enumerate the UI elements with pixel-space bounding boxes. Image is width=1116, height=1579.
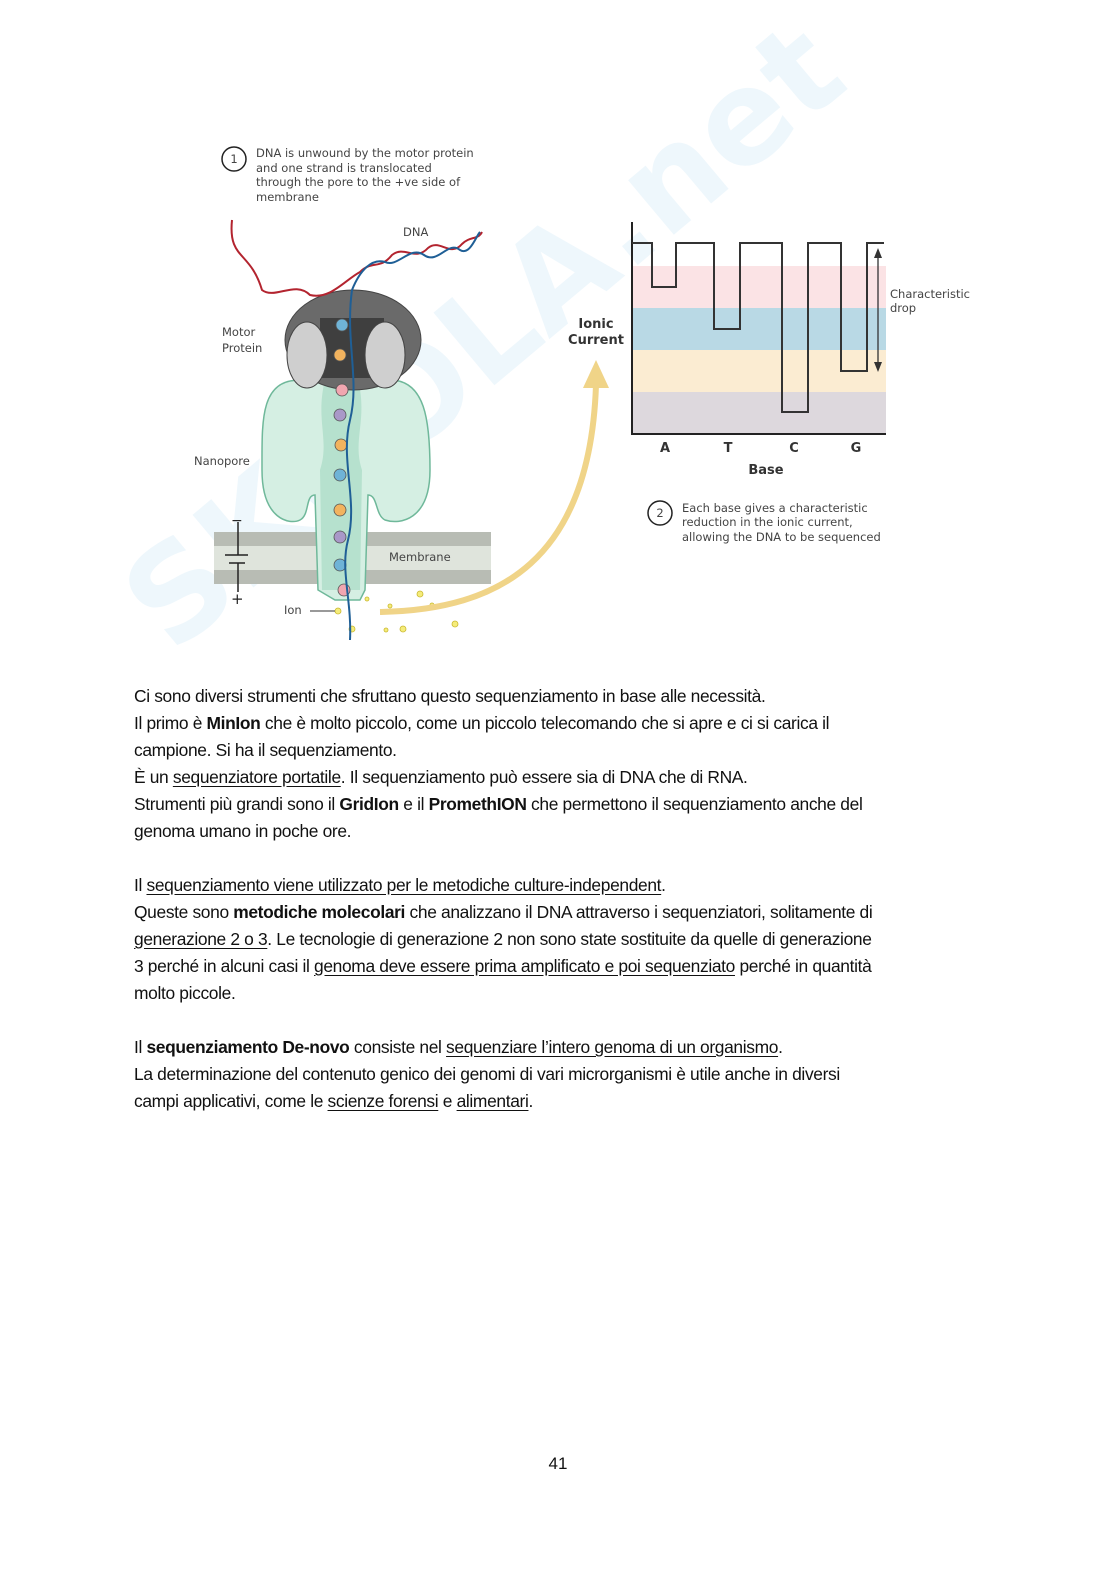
text-line: 3 perché in alcuni casi il genoma deve e… — [134, 953, 872, 980]
text-span: Il — [134, 1037, 147, 1057]
text-span: Ci sono diversi strumenti che sfruttano … — [134, 686, 766, 706]
y-axis-label: Current — [568, 333, 624, 348]
text-span: . Il sequenziamento può essere sia di DN… — [340, 767, 748, 787]
text-line: Queste sono metodiche molecolari che ana… — [134, 899, 873, 926]
text-span: che è molto piccolo, come un piccolo tel… — [260, 713, 830, 733]
bold-term: GridIon — [339, 794, 399, 814]
step1-circle — [221, 146, 247, 172]
nanopore-label: Nanopore — [194, 454, 250, 468]
page-number: 41 — [548, 1454, 568, 1473]
underlined-phrase: sequenziamento viene utilizzato per le m… — [146, 875, 662, 895]
step2-annotation: 2 Each base gives a characteristic reduc… — [647, 500, 881, 544]
text-span: campione. Si ha il sequenziamento. — [134, 740, 397, 760]
text-span: genoma umano in poche ore. — [134, 821, 352, 841]
text-line: È un sequenziatore portatile. Il sequenz… — [134, 764, 872, 791]
base-label-c: C — [789, 441, 799, 456]
arrow-head — [583, 360, 609, 388]
text-span: . — [528, 1091, 533, 1111]
underlined-phrase: scienze forensi — [327, 1091, 439, 1111]
dna-label: DNA — [403, 225, 428, 239]
underlined-phrase: generazione 2 o 3 — [134, 929, 268, 949]
text-line: genoma umano in poche ore. — [134, 818, 872, 845]
text-span: Il primo è — [134, 713, 207, 733]
text-line: Il sequenziamento viene utilizzato per l… — [134, 872, 872, 899]
paragraph-gap — [134, 845, 872, 872]
x-axis-label: Base — [748, 463, 783, 478]
text-line: La determinazione del contenuto genico d… — [134, 1061, 872, 1088]
underlined-phrase: sequenziare l’intero genoma di un organi… — [446, 1037, 779, 1057]
ion-label: Ion — [284, 603, 302, 617]
text-span: . — [778, 1037, 783, 1057]
text-span: Queste sono — [134, 902, 234, 922]
step2-text: Each base gives a characteristic — [682, 501, 868, 515]
characteristic-drop-label: Characteristic — [890, 287, 970, 301]
text-line: Il primo è MinIon che è molto piccolo, c… — [134, 710, 872, 737]
step2-text: reduction in the ionic current, — [682, 515, 853, 529]
text-line: Strumenti più grandi sono il GridIon e i… — [134, 791, 872, 818]
current-band — [633, 392, 886, 434]
ionic-current-graph — [631, 222, 886, 435]
base-label-t: T — [724, 441, 733, 456]
bold-term: MinIon — [206, 713, 261, 733]
graph-axes — [631, 222, 886, 435]
text-span: perché in quantità — [734, 956, 872, 976]
text-span: . Le tecnologie di generazione 2 non son… — [267, 929, 872, 949]
paragraph-gap — [134, 1007, 872, 1034]
base-label-a: A — [660, 441, 670, 456]
y-axis-label: Ionic — [578, 317, 613, 332]
underlined-phrase: alimentari — [456, 1091, 529, 1111]
signal-arrow — [379, 384, 599, 615]
text-span: che analizzano il DNA attraverso i seque… — [405, 902, 873, 922]
text-span: 3 perché in alcuni casi il — [134, 956, 315, 976]
motor-protein-label: Motor — [222, 325, 256, 339]
bold-term: PromethION — [428, 794, 527, 814]
current-band — [633, 308, 886, 350]
base-label-g: G — [851, 441, 862, 456]
plus-sign: + — [231, 590, 244, 608]
step1-annotation: 1 DNA is unwound by the motor protein an… — [221, 146, 474, 204]
underlined-phrase: genoma deve essere prima amplificato e p… — [314, 956, 735, 976]
text-span: che permettono il sequenziamento anche d… — [526, 794, 863, 814]
text-span: Strumenti più grandi sono il — [134, 794, 340, 814]
motor-protein-label: Protein — [222, 341, 262, 355]
dna-strand-blue — [344, 231, 481, 641]
step1-text: and one strand is translocated — [256, 161, 432, 175]
underlined-phrase: sequenziatore portatile — [172, 767, 341, 787]
minus-sign: − — [231, 513, 243, 529]
bold-term: metodiche molecolari — [233, 902, 406, 922]
text-span: Il — [134, 875, 147, 895]
text-line: Il sequenziamento De-novo consiste nel s… — [134, 1034, 872, 1061]
voltage-symbol — [225, 522, 248, 592]
step2-number: 2 — [656, 506, 663, 520]
body-text: Ci sono diversi strumenti che sfruttano … — [134, 683, 873, 1115]
text-line: molto piccole. — [134, 980, 872, 1007]
dna-strand-red — [230, 219, 483, 297]
text-span: È un — [134, 767, 173, 787]
text-line: Ci sono diversi strumenti che sfruttano … — [134, 683, 872, 710]
step1-text: membrane — [256, 190, 319, 204]
characteristic-drop-label: drop — [890, 301, 916, 315]
text-span: e — [438, 1091, 457, 1111]
text-line: generazione 2 o 3. Le tecnologie di gene… — [134, 926, 872, 953]
text-line: campi applicativi, come le scienze foren… — [134, 1088, 872, 1115]
step1-text: DNA is unwound by the motor protein — [256, 146, 474, 160]
current-trace — [632, 242, 884, 413]
bold-term: sequenziamento De-novo — [146, 1037, 350, 1057]
text-line: campione. Si ha il sequenziamento. — [134, 737, 872, 764]
text-span: e il — [398, 794, 429, 814]
text-span: consiste nel — [349, 1037, 447, 1057]
text-span: molto piccole. — [134, 983, 236, 1003]
membrane-label: Membrane — [389, 550, 451, 564]
step1-text: through the pore to the +ve side of — [256, 175, 461, 189]
step1-number: 1 — [230, 152, 237, 166]
text-span: La determinazione del contenuto genico d… — [134, 1064, 840, 1084]
text-span: campi applicativi, come le — [134, 1091, 328, 1111]
text-span: . — [661, 875, 666, 895]
step2-text: allowing the DNA to be sequenced — [682, 530, 881, 544]
nanopore-sequencing-diagram: 1 DNA is unwound by the motor protein an… — [194, 146, 970, 641]
